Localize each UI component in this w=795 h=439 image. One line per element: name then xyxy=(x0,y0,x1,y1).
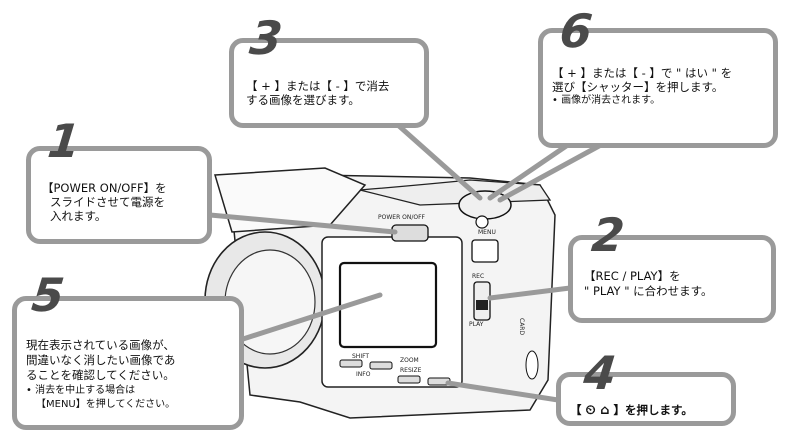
leader-2 xyxy=(487,285,573,301)
power-switch xyxy=(391,224,429,242)
callout-step-6 xyxy=(538,28,778,148)
leader-6a xyxy=(487,137,578,201)
play-label: PLAY xyxy=(469,321,484,328)
leader-1 xyxy=(207,212,398,235)
step-5-bullet2: 【MENU】を押してください。 xyxy=(36,399,176,410)
leader-6b xyxy=(497,137,613,203)
viewfinder xyxy=(471,239,499,263)
step-number-4: 4 xyxy=(581,346,619,400)
step-6-bullet1: • 画像が消去されます。 xyxy=(552,95,661,106)
callout-step-4 xyxy=(556,372,736,426)
step-2-line1: 【REC / PLAY】を xyxy=(584,269,681,283)
menu-label: MENU xyxy=(478,229,496,236)
step-3-line1: 【 + 】または【 - 】で消去 xyxy=(246,79,390,93)
callout-step-3 xyxy=(229,38,429,128)
menu-button xyxy=(475,215,489,229)
flash-unit xyxy=(214,167,367,233)
zoom-resize-button xyxy=(397,375,421,384)
step-1-line3: 入れます。 xyxy=(50,209,107,223)
step-number-3: 3 xyxy=(247,11,285,65)
leader-4 xyxy=(445,380,561,403)
power-label: POWER ON/OFF xyxy=(378,214,426,221)
step-4-close: 】を押します。 xyxy=(609,403,693,417)
leader-3 xyxy=(387,115,483,201)
shift-info-button xyxy=(339,359,363,368)
step-4-open: 【 xyxy=(570,403,586,417)
step-5-bullet1: • 消去を中止する場合は xyxy=(26,385,136,396)
step-1-line2: スライドさせて電源を xyxy=(50,195,165,209)
step-3-line2: する画像を選びます。 xyxy=(246,93,360,107)
card-label: CARD xyxy=(518,318,525,335)
step-5-line1: 現在表示されている画像が、 xyxy=(26,338,175,352)
rec-play-knob xyxy=(476,300,488,310)
rec-label: REC xyxy=(472,273,484,280)
step-5-line3: ることを確認してください。 xyxy=(26,368,175,382)
leader-5 xyxy=(237,292,383,343)
side-jack xyxy=(525,350,539,380)
step-1-line1: 【POWER ON/OFF】を xyxy=(42,181,167,195)
timer-delete-icon: ⏲ ⌂ xyxy=(585,403,610,418)
shift-label: SHIFT xyxy=(352,353,369,360)
callout-step-2 xyxy=(568,235,776,323)
step-2-line2: " PLAY " に合わせます。 xyxy=(584,284,713,298)
step-6-line2: 選び【シャッター】を押します。 xyxy=(552,80,724,94)
lcd-screen xyxy=(338,261,438,349)
zoom-label: ZOOM xyxy=(400,357,419,364)
step-number-2: 2 xyxy=(589,208,627,262)
delete-button xyxy=(369,361,393,370)
step-number-6: 6 xyxy=(557,4,595,58)
info-label: INFO xyxy=(356,371,371,378)
control-dial xyxy=(458,190,512,220)
callout-step-5 xyxy=(12,296,244,430)
step-number-1: 1 xyxy=(45,114,83,168)
callout-step-1 xyxy=(26,146,212,244)
step-4-text: 【 ⏲ ⌂ 】を押します。 xyxy=(570,403,693,418)
step-5-line2: 間違いなく消したい画像であ xyxy=(26,353,176,367)
step-number-5: 5 xyxy=(29,268,67,322)
resize-label: RESIZE xyxy=(400,367,422,374)
step-6-line1: 【 + 】または【 - 】で " はい " を xyxy=(552,66,733,80)
